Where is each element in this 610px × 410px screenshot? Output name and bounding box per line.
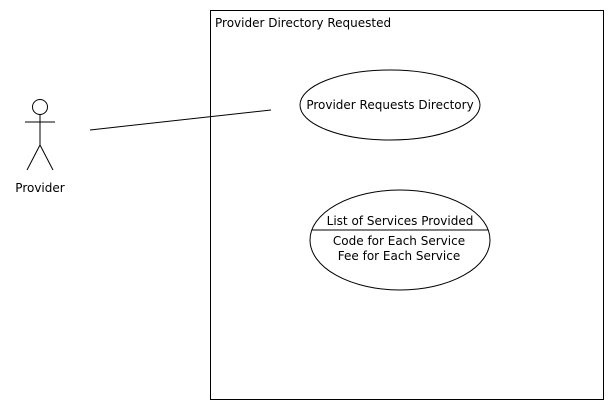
use-case-detail-line: Fee for Each Service: [338, 249, 460, 263]
use-case-ellipse: [299, 69, 481, 141]
actor-provider: Provider: [15, 99, 65, 195]
use-case-ellipse: [309, 189, 491, 291]
system-title: Provider Directory Requested: [215, 16, 391, 30]
actor-head: [32, 99, 48, 115]
actor-right-leg: [39, 144, 54, 171]
use-case-label: Provider Requests Directory: [306, 98, 473, 112]
use-case-services-list: List of Services Provided Code for Each …: [309, 189, 491, 291]
use-case-request-directory: Provider Requests Directory: [299, 69, 481, 141]
use-case-header: List of Services Provided: [327, 214, 474, 228]
actor-label: Provider: [15, 181, 64, 195]
actor-left-leg: [26, 144, 41, 171]
association-line: [89, 109, 272, 131]
use-case-detail-line: Code for Each Service: [333, 234, 465, 248]
